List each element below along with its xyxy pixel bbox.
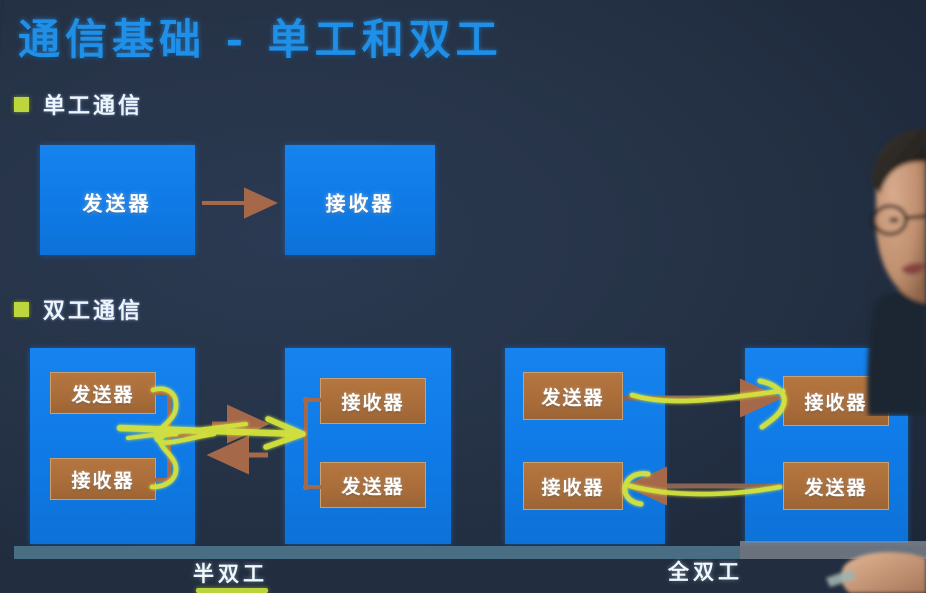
half-duplex-left-sender-box: 发送器 (50, 372, 156, 414)
full-duplex-left-sender-box: 发送器 (523, 372, 623, 420)
square-bullet-icon (14, 96, 29, 112)
pointer-stick (826, 569, 856, 587)
simplex-sender-label: 发送器 (82, 191, 152, 216)
page-title: 通信基础 - 单工和双工 (18, 15, 503, 64)
bullet-item-duplex: 双工通信 (14, 293, 143, 325)
bullet-item-simplex: 单工通信 (14, 88, 143, 120)
bottom-band (0, 559, 926, 593)
presenter-hand (816, 548, 926, 593)
full-duplex-right-sender-box: 发送器 (783, 462, 889, 510)
full-duplex-left-receiver-box: 接收器 (523, 462, 623, 510)
simplex-receiver-label: 接收器 (325, 191, 395, 216)
caption-half-duplex-underline (196, 588, 268, 593)
bullet-label-simplex: 单工通信 (43, 93, 144, 119)
caption-full-duplex: 全双工 (668, 559, 743, 584)
caption-half-duplex: 半双工 (193, 561, 268, 586)
simplex-receiver-box (285, 145, 435, 255)
half-duplex-right-receiver-box: 接收器 (320, 378, 426, 424)
half-duplex-left-receiver-box: 接收器 (50, 458, 156, 500)
square-bullet-icon (14, 301, 29, 317)
presenter-figure (854, 128, 926, 416)
bullet-label-duplex: 双工通信 (43, 298, 144, 324)
simplex-sender-box (40, 145, 195, 255)
half-duplex-right-sender-box: 发送器 (320, 462, 426, 508)
desk-strip-left (14, 546, 740, 559)
